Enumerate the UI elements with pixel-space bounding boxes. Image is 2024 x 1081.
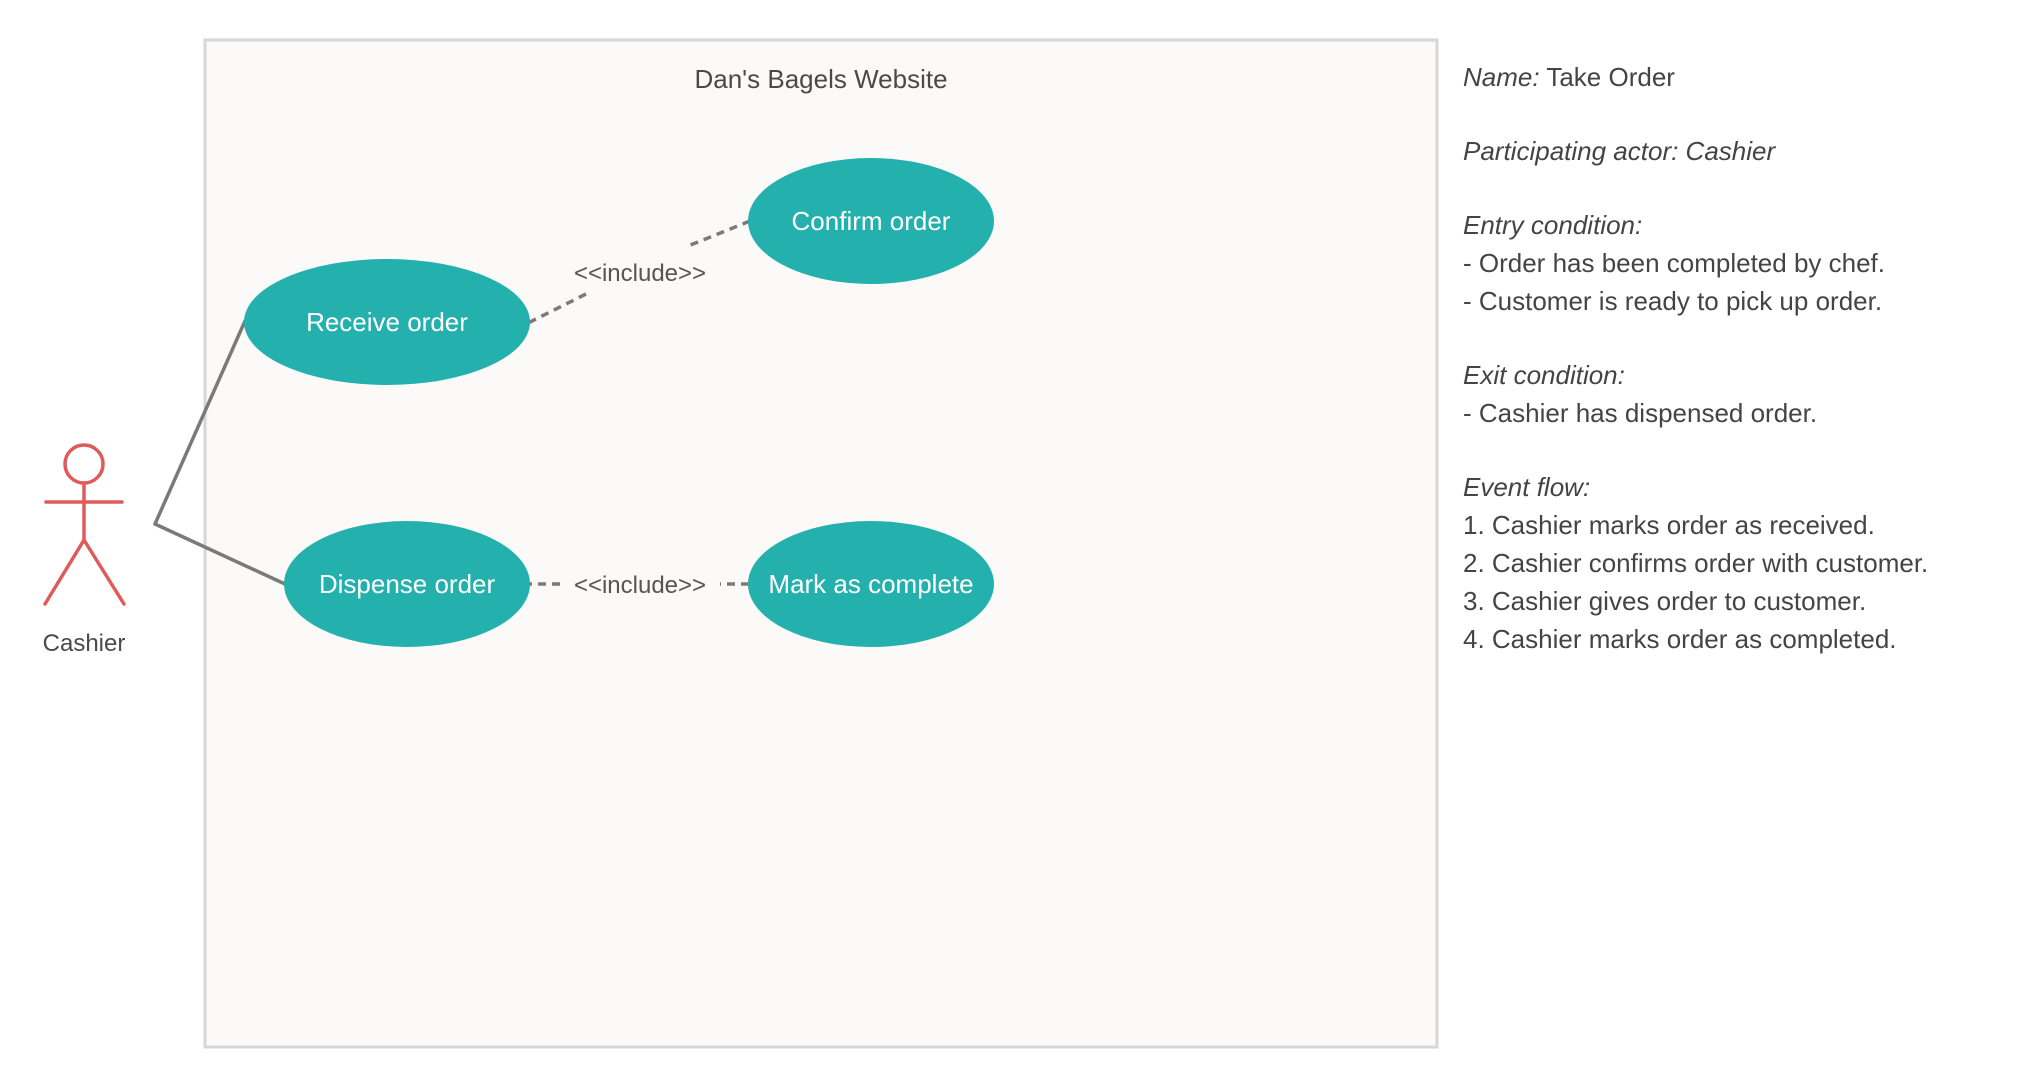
use-case-dispense-order[interactable]: Dispense order xyxy=(284,521,530,647)
association-line-receive-order xyxy=(153,319,247,526)
actor-name: Cashier xyxy=(43,630,126,657)
include-line-confirm-to-receive xyxy=(687,219,751,248)
include-label-bottom: <<include>> xyxy=(574,572,706,599)
spec-flow-item: 2. Cashier confirms order with customer. xyxy=(1463,548,1929,578)
use-case-label-confirm-order: Confirm order xyxy=(792,206,951,236)
spec-entry-item: - Order has been completed by chef. xyxy=(1463,248,1886,278)
use-case-receive-order[interactable]: Receive order xyxy=(244,259,530,385)
spec-entry-item: - Customer is ready to pick up order. xyxy=(1463,286,1883,316)
use-case-label-mark-as-complete: Mark as complete xyxy=(768,569,973,599)
spec-entry-label: Entry condition: xyxy=(1463,210,1643,240)
actor-cashier[interactable]: Cashier xyxy=(43,443,126,657)
include-arrow-confirm-to-receive xyxy=(510,292,587,338)
spec-flow-item: 1. Cashier marks order as received. xyxy=(1463,510,1875,540)
spec-exit-label: Exit condition: xyxy=(1463,360,1625,390)
use-case-confirm-order[interactable]: Confirm order xyxy=(748,158,994,284)
spec-name-label: Name: xyxy=(1463,62,1540,92)
spec-exit-item: - Cashier has dispensed order. xyxy=(1463,398,1818,428)
use-case-label-receive-order: Receive order xyxy=(306,307,468,337)
stick-figure-icon xyxy=(43,443,126,606)
spec-name-value: Take Order xyxy=(1546,62,1675,92)
use-case-label-dispense-order: Dispense order xyxy=(319,569,496,599)
spec-flow-label: Event flow: xyxy=(1463,472,1591,502)
system-title: Dan's Bagels Website xyxy=(694,64,947,94)
spec-name: Name: Take Order xyxy=(1463,58,2003,96)
spec-flow-item: 4. Cashier marks order as completed. xyxy=(1463,624,1897,654)
spec-participating-actor: Participating actor: Cashier xyxy=(1463,136,1776,166)
use-case-specification: Name: Take Order Participating actor: Ca… xyxy=(1463,58,2003,658)
include-label-top: <<include>> xyxy=(574,260,706,287)
association-line-dispense-order xyxy=(153,522,287,586)
use-case-mark-as-complete[interactable]: Mark as complete xyxy=(748,521,994,647)
spec-flow-item: 3. Cashier gives order to customer. xyxy=(1463,586,1867,616)
